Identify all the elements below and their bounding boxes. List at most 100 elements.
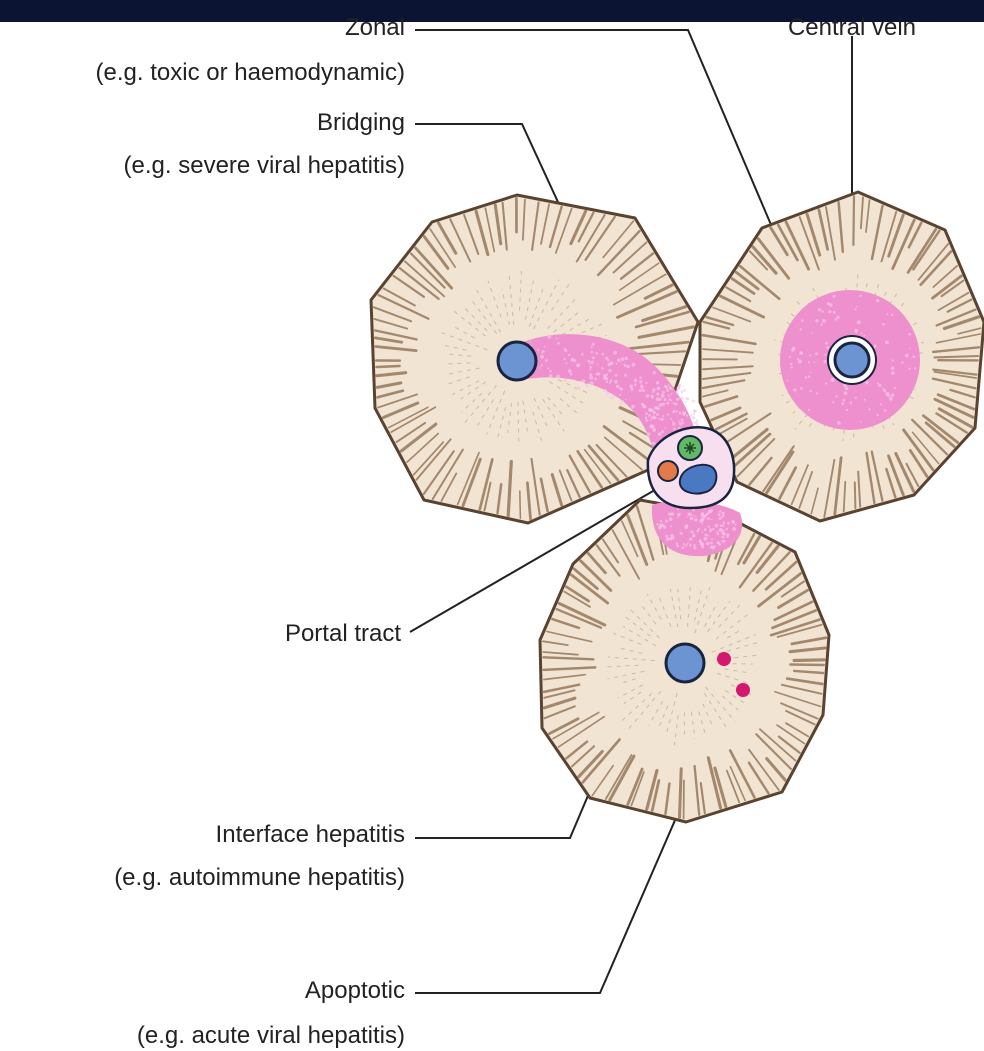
necrosis-speckle <box>676 390 678 392</box>
necrosis-speckle <box>835 318 837 320</box>
necrosis-speckle <box>632 363 636 367</box>
necrosis-speckle <box>665 535 668 538</box>
necrosis-speckle <box>685 401 687 403</box>
necrosis-speckle <box>666 387 668 389</box>
necrosis-speckle <box>732 527 736 531</box>
necrosis-speckle <box>630 388 633 391</box>
necrosis-speckle <box>591 346 593 348</box>
necrosis-speckle <box>683 413 685 415</box>
necrosis-speckle <box>581 353 584 356</box>
necrosis-speckle <box>844 391 848 395</box>
necrosis-speckle <box>790 363 793 366</box>
necrosis-speckle <box>673 428 676 431</box>
necrosis-speckle <box>644 406 647 409</box>
necrosis-speckle <box>656 413 659 416</box>
necrosis-speckle <box>699 539 702 542</box>
necrosis-speckle <box>606 392 610 396</box>
necrosis-speckle <box>732 521 735 524</box>
central-vein-lower <box>666 644 704 682</box>
necrosis-speckle <box>594 378 597 381</box>
necrosis-speckle <box>826 346 829 349</box>
necrosis-speckle <box>609 397 611 399</box>
necrosis-speckle <box>645 417 647 419</box>
necrosis-speckle <box>677 386 680 389</box>
necrosis-speckle <box>645 382 647 384</box>
necrosis-speckle <box>566 362 568 364</box>
necrosis-speckle <box>864 399 866 401</box>
necrosis-speckle <box>615 363 617 365</box>
necrosis-speckle <box>883 389 886 392</box>
necrosis-speckle <box>887 313 889 315</box>
necrosis-speckle <box>827 302 830 305</box>
necrosis-speckle <box>542 350 545 353</box>
necrosis-speckle <box>646 433 650 437</box>
necrosis-speckle <box>711 518 713 520</box>
necrosis-speckle <box>718 513 721 516</box>
necrosis-speckle <box>735 524 737 526</box>
necrosis-speckle <box>656 393 659 396</box>
necrosis-speckle <box>658 432 662 436</box>
necrosis-speckle <box>649 409 652 412</box>
necrosis-speckle <box>808 409 810 411</box>
necrosis-speckle <box>845 387 849 391</box>
label-apoptotic-example: (e.g. acute viral hepatitis) <box>137 1022 405 1049</box>
label-bridging: Bridging <box>317 109 405 136</box>
necrosis-speckle <box>672 421 674 423</box>
necrosis-speckle <box>850 402 852 404</box>
necrosis-speckle <box>622 400 624 402</box>
necrosis-speckle <box>695 516 697 518</box>
necrosis-speckle <box>690 530 693 533</box>
necrosis-speckle <box>891 371 895 375</box>
necrosis-speckle <box>719 510 722 513</box>
necrosis-speckle <box>683 543 685 545</box>
necrosis-speckle <box>645 419 648 422</box>
necrosis-speckle <box>676 545 679 548</box>
necrosis-speckle <box>658 418 660 420</box>
necrosis-speckle <box>688 513 692 517</box>
necrosis-speckle <box>693 413 695 415</box>
sinusoid-streak <box>794 660 824 661</box>
necrosis-speckle <box>707 518 709 520</box>
necrosis-speckle <box>679 412 682 415</box>
necrosis-speckle <box>909 348 911 350</box>
necrosis-speckle <box>669 517 673 521</box>
necrosis-speckle <box>880 403 882 405</box>
necrosis-speckle <box>815 352 818 355</box>
necrosis-speckle <box>652 442 655 445</box>
necrosis-speckle <box>901 361 903 363</box>
necrosis-speckle <box>672 410 675 413</box>
sinusoid-streak <box>520 491 521 518</box>
necrosis-speckle <box>645 412 648 415</box>
necrosis-speckle <box>800 387 803 390</box>
necrosis-speckle <box>813 362 815 364</box>
necrosis-speckle <box>709 528 712 531</box>
necrosis-speckle <box>869 408 871 410</box>
necrosis-speckle <box>602 353 605 356</box>
necrosis-speckle <box>693 544 695 546</box>
necrosis-speckle <box>624 364 627 367</box>
necrosis-speckle <box>659 403 663 407</box>
necrosis-speckle <box>693 515 695 517</box>
necrosis-speckle <box>601 367 604 370</box>
necrosis-speckle <box>708 511 711 514</box>
sinusoid-streak <box>935 356 979 357</box>
necrosis-speckle <box>676 392 678 394</box>
necrosis-speckle <box>589 373 592 376</box>
necrosis-speckle <box>592 343 595 346</box>
necrosis-speckle <box>530 341 532 343</box>
label-bridging-example: (e.g. severe viral hepatitis) <box>124 152 405 179</box>
necrosis-speckle <box>878 384 881 387</box>
necrosis-speckle <box>652 391 654 393</box>
necrosis-speckle <box>693 546 696 549</box>
necrosis-speckle <box>704 537 708 541</box>
necrosis-speckle <box>831 378 835 382</box>
necrosis-speckle <box>884 409 887 412</box>
necrosis-speckle <box>668 512 672 516</box>
necrosis-speckle <box>800 328 802 330</box>
necrosis-speckle <box>694 518 697 521</box>
label-portal-tract: Portal tract <box>285 620 401 647</box>
necrosis-speckle <box>837 421 841 425</box>
necrosis-speckle <box>661 430 664 433</box>
necrosis-speckle <box>723 533 726 536</box>
necrosis-speckle <box>642 390 645 393</box>
